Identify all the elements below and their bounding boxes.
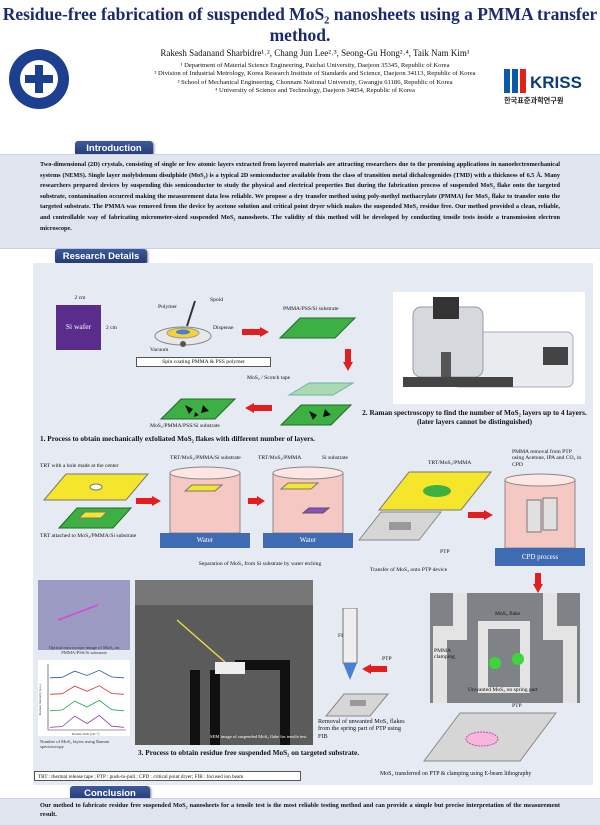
ebeam-label: MoS₂ transferred on PTP & clamping using… (380, 771, 532, 777)
kriss-logo: KRISS 한국표준과학연구원 (502, 66, 582, 110)
polymer-label: Polymer (158, 304, 177, 310)
raman-caption: 2. Raman spectroscopy to find the number… (362, 408, 587, 426)
cpd-note: PMMA removal from PTP using Acetone, IPA… (512, 449, 582, 468)
water-label-1: Water (196, 536, 214, 544)
step1-caption: 1. Process to obtain mechanically exfoli… (40, 434, 315, 443)
raman-plot: Raman intensity (a.u.) Raman shift (cm⁻¹) (38, 660, 130, 736)
mos2-substrate-label: MoS₂/PMMA/PSS/Si substrate (150, 423, 220, 429)
conclusion-header: Conclusion (70, 786, 150, 801)
kriss-wordmark: KRISS (530, 73, 582, 92)
fib-column (342, 608, 358, 680)
tape-label: MoS₂ / Scotch tape (247, 375, 291, 381)
si-wafer: Si wafer (56, 305, 101, 350)
fib-removal-label: Removal of unwanted MoS₂ flakes from the… (318, 718, 405, 740)
arrow-left-2 (362, 664, 387, 674)
vacuum-label: Vacuum (150, 347, 169, 353)
dim-side: 2 cm (106, 325, 118, 331)
raman-series-3L (49, 699, 125, 712)
trt-attached (57, 507, 133, 529)
optical-caption: Optical microscope image of MoS₂ on PMMA… (48, 645, 120, 655)
cpd-process-label: CPD process (521, 553, 559, 561)
arrow-right-1 (242, 327, 269, 337)
unwanted-label: Unwanted MoS₂ on spring part (468, 687, 538, 693)
arrow-down-1 (343, 349, 353, 371)
cpd-beaker (495, 473, 585, 566)
trt-right-label: TRT/MoS₂/PMMA (428, 460, 472, 466)
authors: Rakesh Sadanand Sharbidre¹˒², Chang Jun … (160, 48, 470, 58)
beaker2a-label: TRT/MoS₂/PMMA (258, 455, 302, 461)
affiliation-4: ⁴ University of Science and Technology, … (215, 86, 415, 94)
separation-label: Separation of MoS₂ from Si substrate by … (198, 561, 322, 567)
raman-series-4L (49, 714, 125, 728)
raman-series-1L (49, 669, 125, 679)
spoid-label: Spoid (210, 297, 224, 303)
dim-top: 2 cm (74, 295, 86, 301)
beaker2b-label: Si substrate (322, 455, 348, 461)
ptp-label-2: PTP (382, 656, 392, 662)
optical-image (38, 580, 130, 650)
dispense-label: Dispense (213, 325, 234, 331)
poster-title: Residue-free fabrication of suspended Mo… (2, 4, 598, 45)
mos2-substrate (159, 398, 237, 420)
trt-attached-label: TRT attached to MoS₂/PMMA/Si substrate (40, 533, 137, 539)
ptp-label-3: PTP (512, 703, 522, 709)
pmma-clamping-label: PMMA clamping (434, 648, 455, 661)
mos2-flake-label: MoS₂ flake (495, 611, 521, 617)
fib-label: FIB (338, 633, 347, 639)
raman-series-2L (49, 685, 125, 695)
water-label-2: Water (299, 536, 317, 544)
raman-xlabel: Raman shift (cm⁻¹) (72, 732, 100, 736)
sem-caption: SEM image of suspended MoS₂ flake for te… (210, 734, 307, 739)
conclusion-text: Our method to fabricate residue free sus… (40, 802, 560, 819)
ptp-ebeam-device (423, 712, 557, 762)
affiliation-2: ² Division of Industrial Metrology, Kore… (154, 70, 476, 78)
arrow-left-1 (245, 403, 272, 413)
trt-mos2-pmma (377, 471, 493, 511)
beaker1-label: TRT/MoS₂/PMMA/Si substrate (170, 455, 241, 461)
beaker-2 (263, 466, 353, 548)
affiliation-3: ³ School of Mechanical Engineering, Chon… (177, 78, 453, 86)
si-wafer-label: Si wafer (65, 322, 92, 331)
intro-text: Two-dimensional (2D) crystals, consistin… (40, 161, 560, 232)
arrow-right-3 (248, 496, 265, 506)
intro-header: Introduction (75, 141, 153, 156)
arrow-right-4 (468, 510, 493, 520)
paichai-logo (8, 48, 70, 110)
trt-hole-label: TRT with a hole made at the center (40, 463, 119, 469)
tape-diagram (279, 382, 355, 426)
affiliations: ¹ Department of Material Science Enginee… (120, 62, 510, 95)
conclusion-band: Our method to fabricate residue free sus… (0, 798, 600, 826)
raman-ylabel: Raman intensity (a.u.) (38, 683, 42, 715)
pmma-substrate (278, 317, 357, 339)
spin-coating-box: Spin coating PMMA & PSS polymer (136, 357, 271, 368)
ptp-zoom-diagram (430, 593, 580, 703)
affiliation-1: ¹ Department of Material Science Enginee… (180, 62, 450, 69)
ptp-device-2 (324, 693, 390, 717)
arrow-down-2 (533, 573, 543, 593)
ptp-device (357, 511, 443, 541)
step3-caption: 3. Process to obtain residue free suspen… (138, 748, 360, 757)
raman-plot-caption: Number of MoS₂ layers using Raman spectr… (40, 739, 110, 749)
abbreviation-legend: TRT : thermal release tape ; PTP : push-… (34, 771, 301, 781)
arrow-right-2 (136, 496, 161, 506)
spin-coater-diagram (154, 300, 212, 347)
ptp-label-1: PTP (440, 549, 450, 555)
kriss-korean: 한국표준과학연구원 (504, 96, 564, 105)
intro-band: Two-dimensional (2D) crystals, consistin… (0, 154, 600, 249)
beaker-1 (160, 466, 250, 548)
research-header: Research Details (55, 249, 147, 264)
transfer-label: Transfer of MoS₂ onto PTP device (370, 567, 448, 573)
raman-plot-axes (47, 664, 126, 731)
sem-image (135, 580, 313, 745)
trt-with-hole (42, 473, 150, 501)
pmma-substrate-label: PMMA/PSS/Si substrate (283, 306, 339, 312)
raman-microscope (393, 292, 585, 404)
